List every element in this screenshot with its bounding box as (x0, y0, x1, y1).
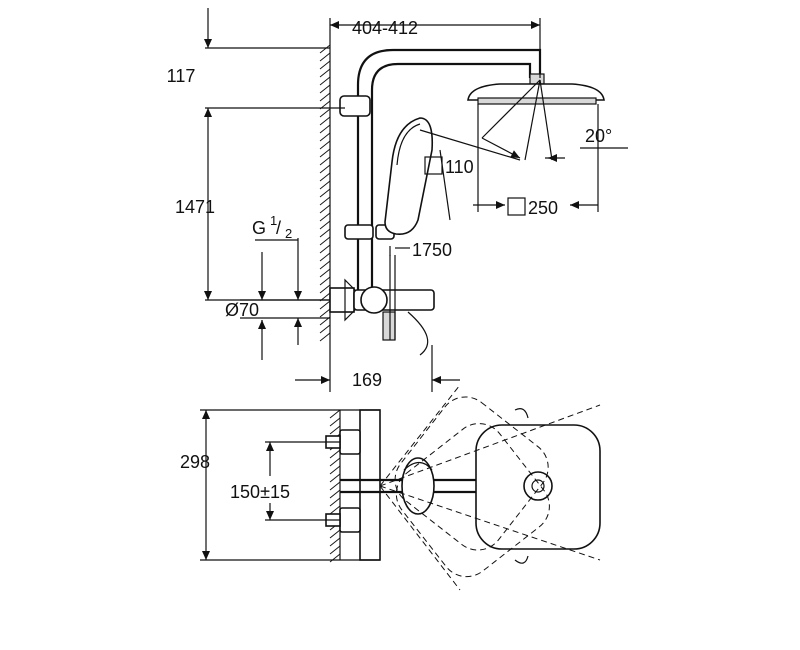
wall-hatch-line (319, 156, 331, 166)
wall-hatch-line (319, 84, 331, 94)
wall-hatch-line (319, 220, 331, 230)
wall-hatch-line (319, 60, 331, 70)
wall-hatch-line (329, 473, 341, 483)
wall-hatch-line (329, 449, 341, 459)
wall-hatch-line (319, 268, 331, 278)
label-height-main: 1471 (175, 197, 215, 217)
wall-hatch-line (319, 108, 331, 118)
dimension-lines-upper (204, 8, 628, 392)
wall-hatch-line (329, 465, 341, 475)
wall-hatch-line (319, 228, 331, 238)
label-thread-slash: / (276, 218, 281, 238)
wall-hatch-line (319, 276, 331, 286)
slider-bracket (344, 224, 374, 240)
head-shower-side (467, 73, 605, 161)
wall-hatch-line (319, 124, 331, 134)
wall-hatch-line (329, 425, 341, 435)
wall-hatch-line (319, 332, 331, 342)
square-symbol-110 (424, 156, 443, 175)
wall-hatch-line (319, 132, 331, 142)
wall-hatch-line (319, 284, 331, 294)
label-center-distance: 150±15 (230, 482, 290, 502)
label-height-top: 117 (167, 66, 196, 86)
wall-hatch-line (319, 212, 331, 222)
hand-shower-top (401, 457, 435, 515)
wall-hatch-line (319, 204, 331, 214)
wall-hatch-line (329, 505, 341, 515)
wall-bracket-top (339, 95, 371, 117)
wall-hatch-line (319, 44, 331, 54)
wall-hatch-line (319, 140, 331, 150)
wall-hatch-line (329, 553, 341, 563)
wall-lower (329, 409, 341, 563)
wall-hatch-line (319, 92, 331, 102)
wall-hatch-line (329, 489, 341, 499)
wall-hatch-line (319, 260, 331, 270)
wall-hatch-line (329, 417, 341, 427)
wall-hatch-line (329, 529, 341, 539)
dimension-labels: 404-412 117 1471 G 1 / 2 Ø70 110 250 20°… (167, 18, 613, 502)
label-thread-den: 2 (285, 226, 292, 241)
wall-hatch-line (319, 76, 331, 86)
wall-hatch-line (319, 196, 331, 206)
wall-hatch-line (329, 481, 341, 491)
hose-connector (382, 311, 396, 341)
wall-hatch-line (319, 236, 331, 246)
wall-hatch-line (319, 244, 331, 254)
wall-hatch-line (319, 252, 331, 262)
plan-view (325, 384, 601, 591)
label-thread: G (252, 218, 266, 238)
wall-hatch-line (329, 537, 341, 547)
wall-hatch-line (329, 497, 341, 507)
wall-hatch-line (319, 324, 331, 334)
square-symbol-250 (507, 197, 526, 216)
wall-hatch-line (319, 164, 331, 174)
label-depth: 298 (180, 452, 210, 472)
label-head-shower: 250 (528, 198, 558, 218)
wall-hatch-line (319, 68, 331, 78)
wall-hatch-line (319, 180, 331, 190)
wall-hatch-line (319, 188, 331, 198)
label-hose: 1750 (412, 240, 452, 260)
thermostat-side (329, 246, 435, 356)
wall-hatch-line (329, 545, 341, 555)
wall-hatch-line (319, 148, 331, 158)
label-projection: 169 (352, 370, 382, 390)
thermostat-wall-plate (329, 287, 355, 313)
wall-hatch-line (319, 52, 331, 62)
label-hand-shower: 110 (445, 157, 474, 177)
label-top-width: 404-412 (352, 18, 418, 38)
label-angle: 20° (585, 126, 612, 146)
wall-hatch-line (319, 172, 331, 182)
wall-hatch-line (319, 116, 331, 126)
wall-hatch-line (329, 409, 341, 419)
wall-hatch-line (329, 457, 341, 467)
label-thread-num: 1 (270, 213, 277, 228)
wall-hatch-line (319, 300, 331, 310)
thermostat-top (359, 409, 381, 561)
dimension-lines-lower (200, 409, 380, 561)
label-diameter: Ø70 (225, 300, 259, 320)
wall-hatch-line (319, 308, 331, 318)
thermostat-knob (360, 286, 388, 314)
